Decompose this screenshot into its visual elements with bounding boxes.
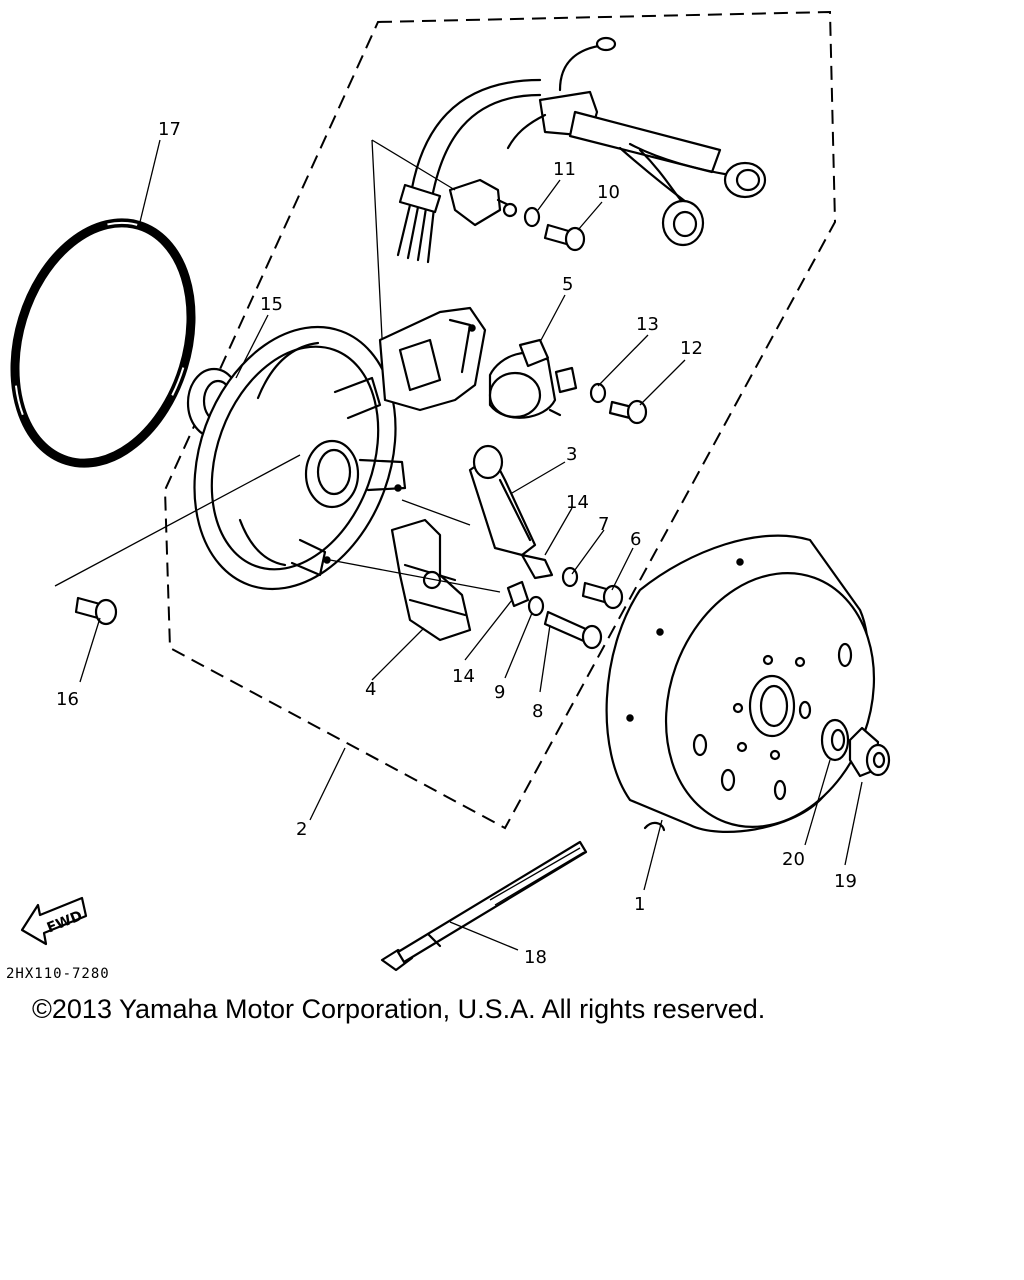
label-18: 18	[524, 947, 547, 968]
label-19: 19	[834, 871, 857, 892]
part-18-cable-tie	[380, 840, 588, 972]
label-5: 5	[562, 274, 573, 295]
label-2: 2	[296, 819, 307, 840]
label-15: 15	[260, 294, 283, 315]
part-9-washer	[527, 595, 545, 617]
exploded-parts-diagram: FWD 2HX110-7280 17 15 11 10 5 13 12 3 14	[6, 10, 891, 982]
wire-clamp-bracket	[448, 178, 518, 227]
label-4: 4	[365, 679, 376, 700]
part-12-screw	[608, 399, 648, 425]
pickup-clip	[554, 366, 578, 394]
part-17-o-ring	[10, 218, 196, 468]
label-14-lower: 14	[452, 666, 475, 687]
label-10: 10	[597, 182, 620, 203]
drawing-code: 2HX110-7280	[6, 966, 110, 982]
part-16-screw	[74, 596, 118, 626]
label-20: 20	[782, 849, 805, 870]
label-8: 8	[532, 701, 543, 722]
part-6-screw	[581, 581, 624, 610]
part-1-flywheel-rotor	[605, 534, 876, 833]
part-4-charge-coil	[390, 518, 472, 642]
label-3: 3	[566, 444, 577, 465]
label-6: 6	[630, 529, 641, 550]
part-3-coil	[468, 444, 554, 580]
label-14-upper: 14	[566, 492, 589, 513]
wire-harness	[396, 36, 767, 264]
stator-assembly-boundary	[163, 10, 837, 830]
part-20-washer	[820, 718, 850, 762]
part-11-washer	[523, 206, 541, 228]
copyright-notice: ©2013 Yamaha Motor Corporation, U.S.A. A…	[32, 994, 766, 1024]
label-16: 16	[56, 689, 79, 710]
label-12: 12	[680, 338, 703, 359]
label-13: 13	[636, 314, 659, 335]
part-19-nut	[848, 726, 891, 778]
label-9: 9	[494, 682, 505, 703]
part-13-washer	[589, 382, 607, 404]
part-14-spacer	[506, 580, 530, 608]
label-11: 11	[553, 159, 576, 180]
label-1: 1	[634, 894, 645, 915]
leader-lines	[54, 139, 863, 951]
stator-coil-block	[378, 306, 487, 412]
label-7: 7	[598, 514, 609, 535]
part-5-pickup-coil	[488, 338, 562, 419]
part-10-screw	[543, 223, 586, 252]
forward-direction-arrow: FWD	[20, 896, 88, 946]
part-8-bolt	[543, 610, 603, 650]
label-17: 17	[158, 119, 181, 140]
